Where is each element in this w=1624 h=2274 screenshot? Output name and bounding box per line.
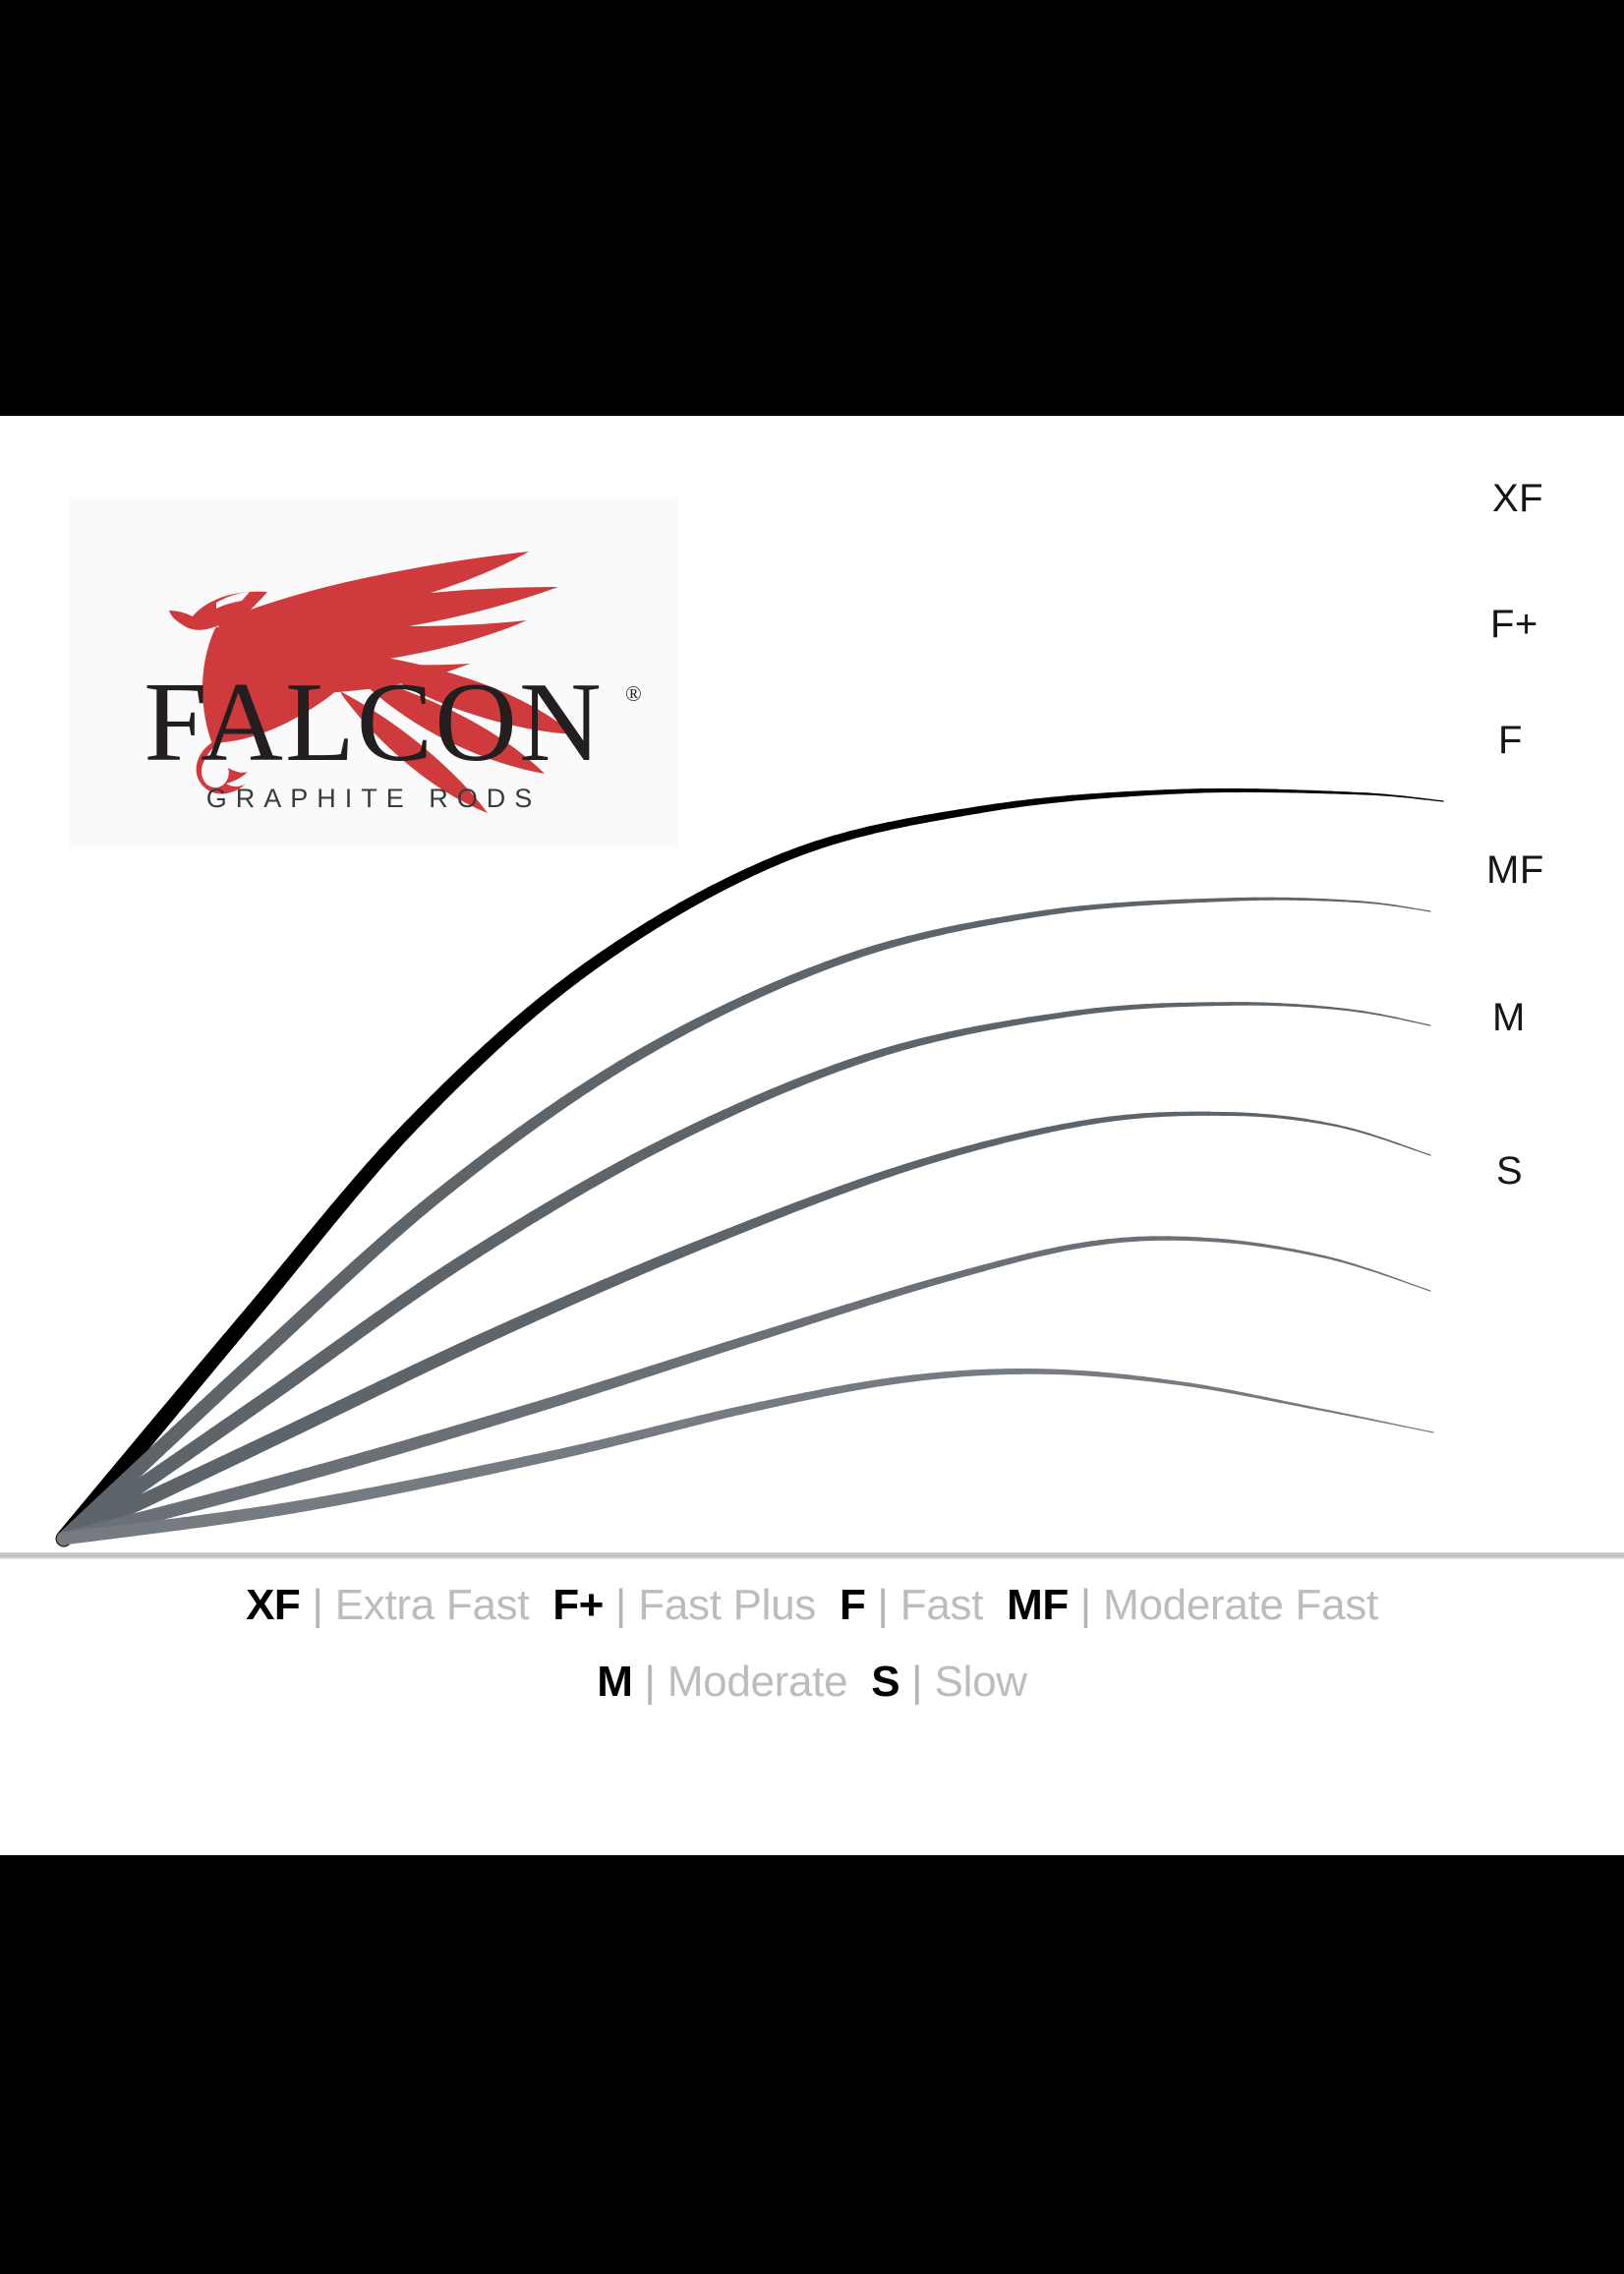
legend-code-s: S [871, 1658, 900, 1706]
curve-label-mf: MF [1486, 848, 1544, 892]
legend-desc-fplus: Fast Plus [638, 1581, 816, 1629]
curve-label-fplus: F+ [1490, 603, 1538, 646]
legend-separator: | [911, 1658, 923, 1706]
legend-code-fplus: F+ [552, 1581, 604, 1629]
falcon-brand-logo: FALCON ® GRAPHITE RODS [69, 496, 678, 848]
action-curve-xf [55, 787, 1444, 1547]
legend-separator: | [614, 1581, 627, 1629]
legend-desc-s: Slow [934, 1658, 1027, 1706]
action-legend: XF | Extra Fast F+ | Fast Plus F | Fast … [0, 1581, 1624, 1734]
falcon-bird-icon: FALCON ® GRAPHITE RODS [69, 496, 678, 848]
legend-separator: | [877, 1581, 889, 1629]
legend-code-f: F [839, 1581, 866, 1629]
legend-row-2: M | Moderate S | Slow [0, 1658, 1624, 1734]
action-curve-f [56, 1002, 1431, 1546]
legend-row-1: XF | Extra Fast F+ | Fast Plus F | Fast … [0, 1581, 1624, 1658]
letterbox-bar-top [0, 0, 1624, 416]
registered-trademark-icon: ® [625, 681, 642, 706]
legend-separator: | [1079, 1581, 1092, 1629]
legend-entry-mf: MF | Moderate Fast [1007, 1581, 1378, 1630]
action-curve-fplus [56, 897, 1431, 1546]
legend-code-m: M [597, 1658, 633, 1706]
legend-desc-f: Fast [899, 1581, 984, 1629]
legend-entry-s: S | Slow [871, 1658, 1027, 1707]
curve-canvas [55, 787, 1444, 1547]
action-curve-m [57, 1236, 1431, 1545]
legend-separator: | [644, 1658, 656, 1706]
plot-legend-divider [0, 1552, 1624, 1559]
rod-action-chart-card: FALCON ® GRAPHITE RODS XF F+ F MF M S XF… [0, 416, 1624, 1855]
action-curve-mf [56, 1111, 1431, 1546]
legend-entry-m: M | Moderate [597, 1658, 847, 1707]
letterbox-bar-bottom [0, 1855, 1624, 2274]
legend-entry-fplus: F+ | Fast Plus [552, 1581, 816, 1630]
legend-desc-m: Moderate [667, 1658, 848, 1706]
curve-label-f: F [1498, 719, 1523, 762]
rod-action-curve-plot [0, 416, 1624, 1576]
brand-wordmark: FALCON [144, 660, 603, 786]
curve-label-m: M [1492, 996, 1526, 1039]
legend-desc-xf: Extra Fast [334, 1581, 530, 1629]
legend-entry-f: F | Fast [839, 1581, 984, 1630]
action-curve-s [57, 1368, 1434, 1545]
legend-code-xf: XF [246, 1581, 301, 1629]
legend-entry-xf: XF | Extra Fast [246, 1581, 529, 1630]
curve-label-xf: XF [1492, 477, 1544, 520]
legend-code-mf: MF [1007, 1581, 1069, 1629]
legend-desc-mf: Moderate Fast [1103, 1581, 1378, 1629]
brand-tagline: GRAPHITE RODS [206, 784, 542, 813]
legend-separator: | [312, 1581, 323, 1629]
curve-label-s: S [1496, 1149, 1524, 1193]
